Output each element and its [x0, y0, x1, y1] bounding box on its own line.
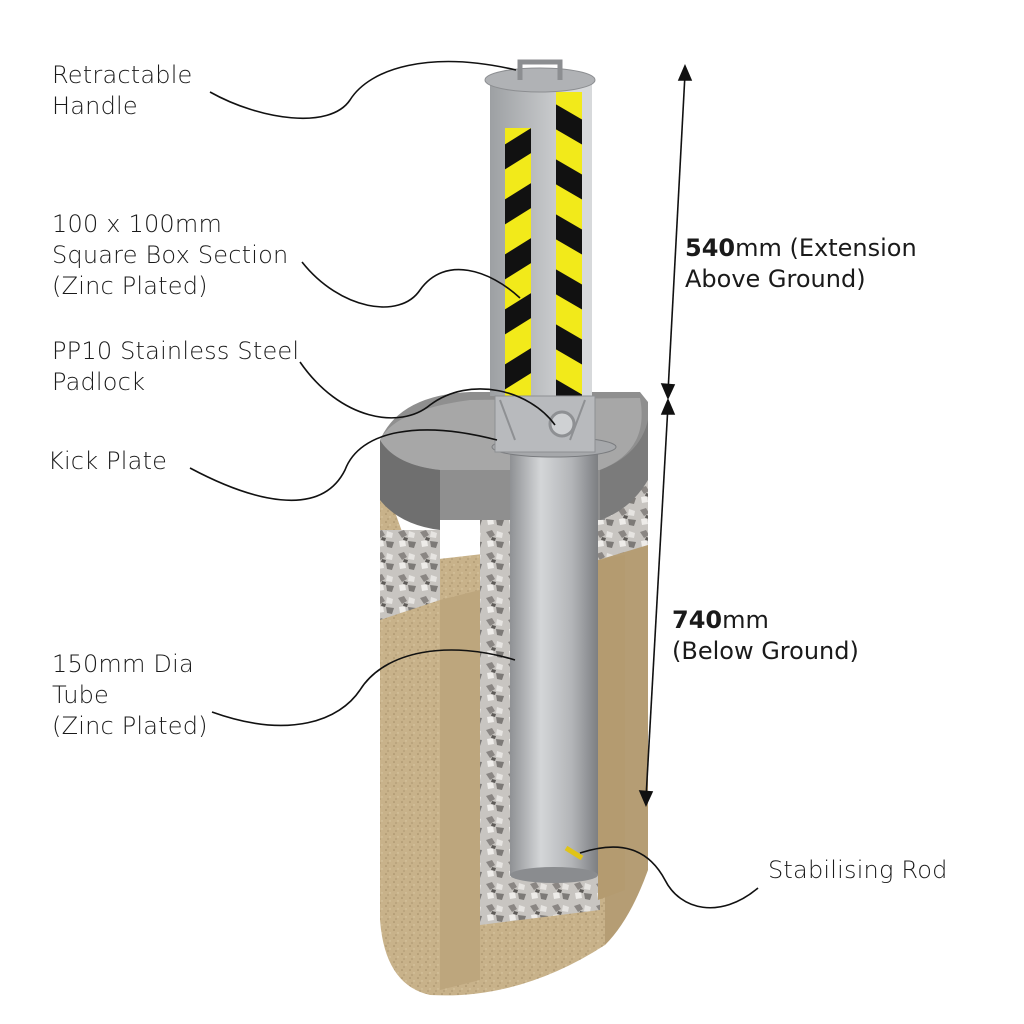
- dimension-below-ground: 740mm (Below Ground): [672, 605, 859, 667]
- label-stabilising-rod: Stabilising Rod: [768, 855, 948, 886]
- leader-tube: [211, 649, 516, 727]
- label-tube: 150mm Dia Tube (Zinc Plated): [52, 649, 208, 742]
- dimension-unit: mm (Extension: [735, 234, 917, 262]
- dimension-caption: Above Ground): [685, 265, 866, 293]
- label-line: Handle: [52, 92, 138, 120]
- label-line: (Zinc Plated): [52, 712, 208, 740]
- label-line: (Zinc Plated): [52, 272, 208, 300]
- dimension-lines: [638, 63, 693, 807]
- label-line: 100 x 100mm: [52, 210, 223, 238]
- label-padlock: PP10 Stainless Steel Padlock: [52, 336, 299, 398]
- leader-kick-plate: [189, 429, 498, 501]
- leader-stabilising-rod: [579, 846, 759, 909]
- dimension-caption: (Below Ground): [672, 637, 859, 665]
- dim-line-above: [667, 73, 686, 393]
- dimension-value: 740: [672, 606, 723, 634]
- dimension-unit: mm: [722, 606, 769, 634]
- tube: [491, 436, 617, 883]
- label-retractable-handle: Retractable Handle: [52, 60, 193, 122]
- label-line: PP10 Stainless Steel: [52, 337, 300, 365]
- box-section-post: [484, 59, 596, 861]
- label-line: Kick Plate: [48, 447, 168, 475]
- label-line: Padlock: [52, 368, 146, 396]
- leader-box-section: [301, 261, 521, 308]
- label-square-box-section: 100 x 100mm Square Box Section (Zinc Pla…: [52, 209, 288, 302]
- hazard-stripes-right: [556, 92, 582, 396]
- dimension-value: 540: [685, 234, 736, 262]
- hazard-stripes-left: [505, 128, 531, 396]
- stabilising-rod-shape: [564, 845, 584, 861]
- label-line: Stabilising Rod: [768, 856, 948, 884]
- label-kick-plate: Kick Plate: [48, 446, 167, 477]
- padlock-shape: [548, 410, 576, 438]
- label-line: Square Box Section: [52, 241, 289, 269]
- leader-handle: [209, 60, 517, 119]
- leader-lines: [189, 60, 759, 909]
- label-line: Retractable: [52, 61, 193, 89]
- leader-padlock: [299, 361, 556, 426]
- dimension-above-ground: 540mm (Extension Above Ground): [685, 233, 917, 295]
- dim-line-below: [645, 404, 669, 799]
- label-line: Tube: [52, 681, 110, 709]
- handle-shape: [517, 59, 563, 80]
- label-line: 150mm Dia: [52, 650, 194, 678]
